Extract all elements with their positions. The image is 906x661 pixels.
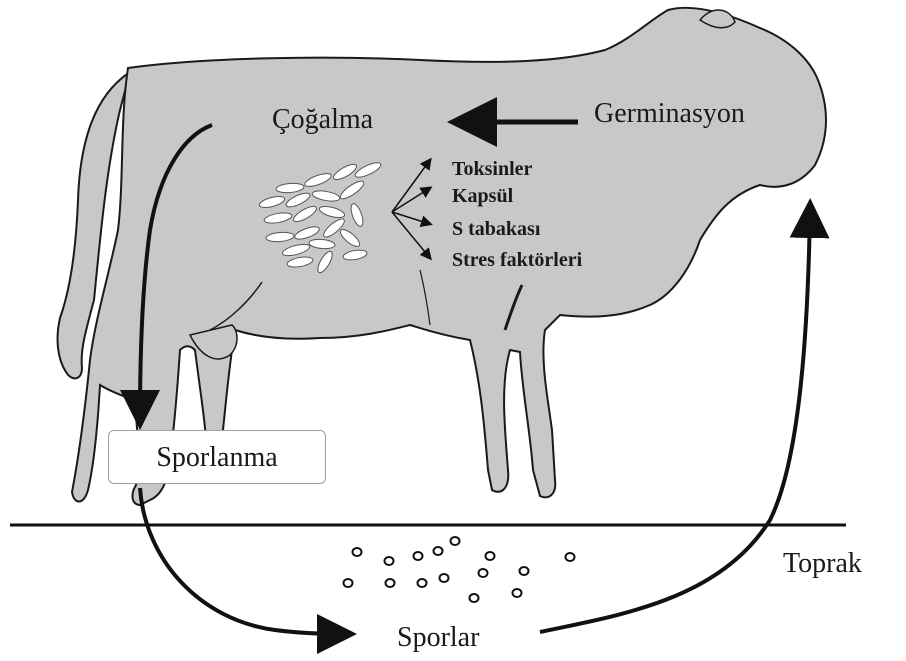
factor-stress: Stres faktörleri: [452, 247, 582, 273]
label-sporulation: Sporlanma: [109, 442, 325, 474]
sporulation-box: Sporlanma: [108, 430, 326, 484]
factor-capsule: Kapsül: [452, 183, 513, 209]
arrow-sporulation-to-spores: [140, 488, 345, 634]
spores-in-soil: [344, 537, 575, 602]
label-multiplication: Çoğalma: [272, 104, 373, 136]
factor-toxins: Toksinler: [452, 156, 532, 182]
label-soil: Toprak: [783, 548, 862, 580]
label-germination: Germinasyon: [594, 98, 745, 130]
label-spores: Sporlar: [397, 622, 479, 654]
factor-s-layer: S tabakası: [452, 216, 540, 242]
